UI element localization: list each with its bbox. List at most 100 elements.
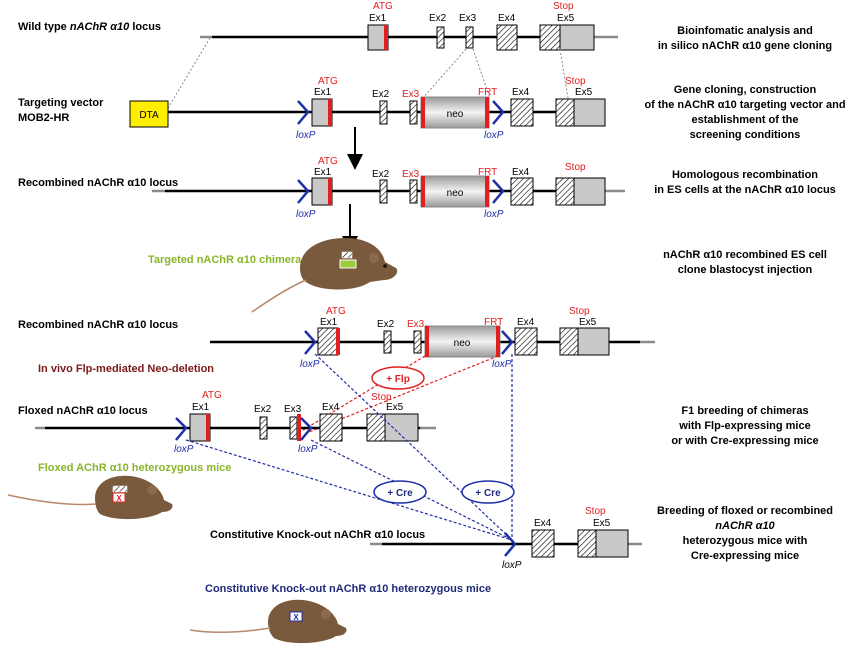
ko-desc-2: nAChR α10 (715, 520, 775, 532)
tv-loxp-label-2: loxP (484, 130, 504, 141)
floxed-mouse-icon: X (7, 475, 173, 520)
rec-loxp-label-1: loxP (296, 209, 316, 220)
rec2-loxp-label-2: loxP (492, 359, 512, 370)
dta-box (129, 100, 169, 128)
rec-ex2-label: Ex2 (372, 169, 390, 180)
tv-exon-4 (510, 98, 534, 127)
ko-ex4-label: Ex4 (534, 518, 552, 529)
rec2-ex1-label: Ex1 (320, 317, 338, 328)
wt-exon-3 (465, 26, 474, 49)
rec-atg-label: ATG (318, 156, 338, 167)
tv-ex1-label: Ex1 (314, 87, 332, 98)
tv-ex3-label: Ex3 (402, 89, 420, 100)
tv-desc-3: establishment of the (692, 114, 799, 126)
wt-stop-label: Stop (553, 1, 574, 12)
rec2-ex3-label: Ex3 (407, 319, 425, 330)
tv-loxp-2 (492, 100, 505, 125)
rec2-ex2-label: Ex2 (377, 319, 395, 330)
wt-exon-5a (539, 24, 561, 51)
rec2-subtitle: In vivo Flp-mediated Neo-deletion (38, 363, 214, 375)
row-wild-type: Wild type nAChR α10 locus ATG Ex1 Ex2 Ex… (18, 1, 832, 52)
tv-exon-5 (573, 98, 606, 127)
wt-ex5-label: Ex5 (557, 13, 575, 24)
flox-mice-label: Floxed AChR α10 heterozygous mice (38, 462, 231, 474)
flox-ex4-label: Ex4 (322, 402, 340, 413)
rec-frt-label: FRT (478, 167, 497, 178)
tv-loxp-1 (297, 100, 310, 125)
rec2-loxp-label-1: loxP (300, 359, 320, 370)
flox-loxp-label-2: loxP (298, 444, 318, 455)
ko-desc-3: heterozygous mice with (683, 535, 808, 547)
ko-ex5-label: Ex5 (593, 518, 611, 529)
tv-title-2: MOB2-HR (18, 112, 69, 124)
ko-loxp-label: loxP (502, 560, 522, 571)
rec-neo-label: neo (447, 188, 464, 199)
rec2-ex4-label: Ex4 (517, 317, 535, 328)
flp-label: + Flp (386, 374, 410, 385)
rec2-title: Recombined nAChR α10 locus (18, 319, 178, 331)
tv-ex2-label: Ex2 (372, 89, 390, 100)
wt-desc-2: in silico nAChR α10 gene cloning (658, 40, 832, 52)
flox-ex3-label: Ex3 (284, 404, 302, 415)
svg-text:X: X (116, 494, 122, 503)
rec-loxp-label-2: loxP (484, 209, 504, 220)
ko-mouse-icon: X (189, 599, 347, 644)
flox-ex1-label: Ex1 (192, 402, 210, 413)
rec-ex1-label: Ex1 (314, 167, 332, 178)
chimera-desc-2: clone blastocyst injection (678, 264, 813, 276)
rec-stop-label: Stop (565, 162, 586, 173)
tv-atg-label: ATG (318, 76, 338, 87)
row-recombined-2: Recombined nAChR α10 locus neo ATG Ex1 E… (18, 306, 655, 375)
wt-ex1-label: Ex1 (369, 13, 387, 24)
wt-ex3-label: Ex3 (459, 13, 477, 24)
rec2-ex5-label: Ex5 (579, 317, 597, 328)
wt-atg-label: ATG (373, 1, 393, 12)
wt-exon-4 (496, 24, 518, 51)
tv-desc-2: of the nAChR α10 targeting vector and (644, 99, 845, 111)
tv-ex5-label: Ex5 (575, 87, 593, 98)
ko-stop-label: Stop (585, 506, 606, 517)
cre-badge-2 (461, 480, 515, 504)
cre-label-2: + Cre (475, 488, 501, 499)
tv-title-1: Targeting vector (18, 97, 104, 109)
ko-desc-1: Breeding of floxed or recombined (657, 505, 833, 517)
rec-desc-1: Homologous recombination (672, 169, 818, 181)
ko-title: Constitutive Knock-out nAChR α10 locus (210, 529, 425, 541)
flox-ex2-label: Ex2 (254, 404, 272, 415)
flox-title: Floxed nAChR α10 locus (18, 405, 148, 417)
tv-frt-label: FRT (478, 87, 497, 98)
rec-title: Recombined nAChR α10 locus (18, 177, 178, 189)
flox-desc-2: with Flp-expressing mice (678, 420, 810, 432)
wt-exon-5b (559, 24, 595, 51)
cre-lines (185, 353, 513, 541)
tv-exon-2 (379, 100, 388, 125)
ko-mice-label: Constitutive Knock-out nAChR α10 heteroz… (205, 583, 491, 595)
flox-ex5-label: Ex5 (386, 402, 404, 413)
row-targeting-vector: Targeting vector MOB2-HR DTA neo ATG Ex1… (18, 76, 846, 141)
wt-exon-2 (436, 26, 445, 49)
wt-desc-1: Bioinfomatic analysis and (677, 25, 813, 37)
cre-badge-1 (373, 480, 427, 504)
wt-atg-mark (384, 25, 388, 50)
rec-desc-2: in ES cells at the nAChR α10 locus (654, 184, 836, 196)
svg-text:X: X (293, 613, 299, 622)
rec-ex3-label: Ex3 (402, 169, 420, 180)
flox-desc-1: F1 breeding of chimeras (681, 405, 808, 417)
tv-desc-1: Gene cloning, construction (674, 84, 817, 96)
flox-stop-label: Stop (371, 392, 392, 403)
flox-loxp-label-1: loxP (174, 444, 194, 455)
wt-title: Wild type nAChR α10 locus (18, 21, 161, 33)
tv-loxp-label-1: loxP (296, 130, 316, 141)
ko-desc-4: Cre-expressing mice (691, 550, 799, 562)
wt-ex4-label: Ex4 (498, 13, 516, 24)
flox-desc-3: or with Cre-expressing mice (671, 435, 818, 447)
tv-desc-4: screening conditions (690, 129, 801, 141)
rec2-stop-label: Stop (569, 306, 590, 317)
flp-badge (371, 366, 425, 390)
chimera-mouse-icon (251, 238, 398, 313)
chimera-desc-1: nAChR α10 recombined ES cell (663, 249, 827, 261)
row-recombined: Recombined nAChR α10 locus neo ATG Ex1 E… (18, 156, 836, 220)
row-chimeras: Targeted nAChR α10 chimeras nAChR α10 re… (148, 238, 827, 313)
